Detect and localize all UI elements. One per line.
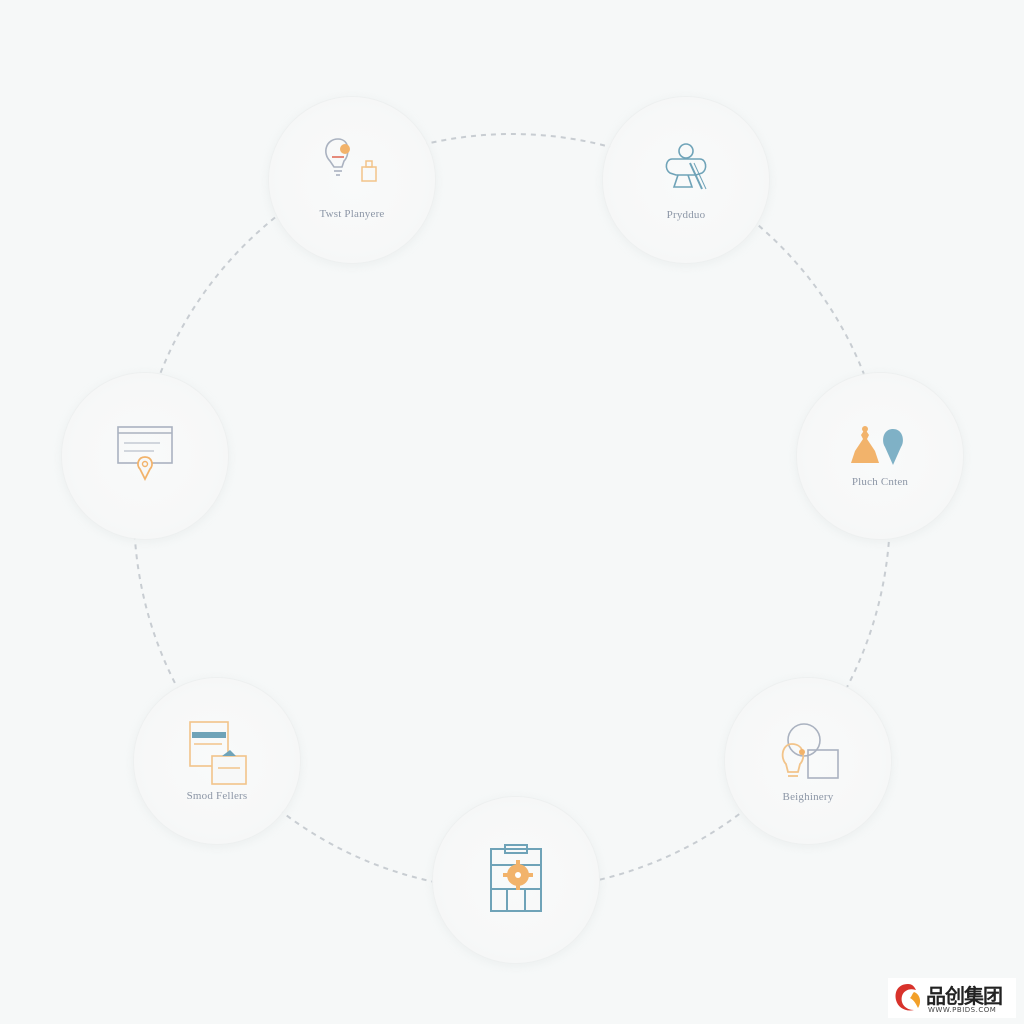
node-pluch-cnten[interactable]: Pluch Cnten	[797, 373, 963, 539]
lightbulb-icon	[325, 138, 377, 182]
node-twst-planyere[interactable]: Twst Planyere	[269, 97, 435, 263]
node-label: Prydduo	[666, 209, 706, 221]
clipboard-gear-icon	[490, 844, 542, 912]
pin-shapes-icon	[851, 426, 903, 465]
node-prydduo[interactable]: Prydduo	[603, 97, 769, 263]
person-pencil-icon	[665, 143, 707, 190]
logo-swirl-icon	[895, 984, 921, 1011]
node-beighinery[interactable]: Beighinery	[725, 678, 891, 844]
node-clipboard[interactable]	[433, 797, 599, 963]
logo-name: 品创集团	[926, 984, 1003, 1008]
logo-url: WWW.PBIDS.COM	[928, 1006, 997, 1014]
node-label: Beighinery	[782, 791, 834, 803]
node-label: Smod Fellers	[186, 790, 248, 802]
bulb-square-icon	[781, 723, 839, 779]
node-window-pin[interactable]	[62, 373, 228, 539]
cards-icon	[189, 721, 247, 785]
window-pin-icon	[117, 426, 173, 482]
node-label: Twst Planyere	[319, 208, 385, 220]
brand-logo: 品创集团 WWW.PBIDS.COM	[888, 978, 1016, 1018]
node-label: Pluch Cnten	[851, 476, 909, 488]
node-smod-fellers[interactable]: Smod Fellers	[134, 678, 300, 844]
